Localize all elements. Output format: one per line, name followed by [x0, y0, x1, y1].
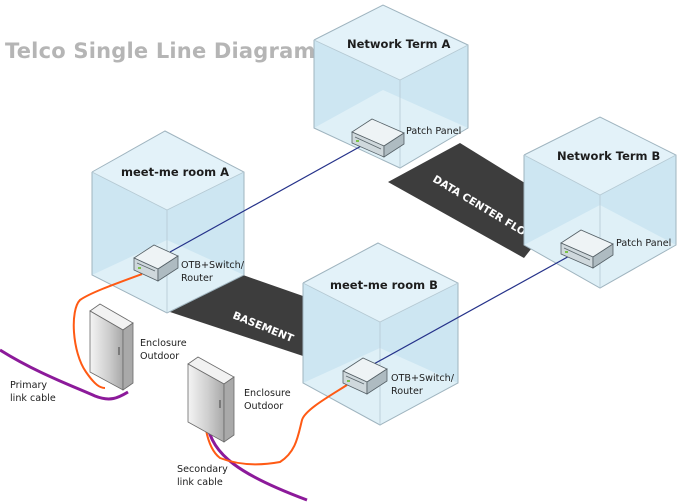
secondary-cable-label-line2: link cable [177, 477, 223, 488]
patch-panel-b-label: Patch Panel [616, 238, 671, 249]
enclosure-primary-label-line1: Enclosure [140, 338, 187, 349]
otb-b-label-line2: Router [391, 386, 423, 397]
otb-switch-router-b-icon [342, 357, 388, 395]
primary-cable-label-line1: Primary [10, 380, 47, 391]
primary-cable-label-line2: link cable [10, 393, 56, 404]
otb-a-label-line1: OTB+Switch/ [181, 260, 245, 271]
enclosure-secondary-icon [187, 356, 235, 443]
page-title: Telco Single Line Diagram [5, 39, 316, 63]
otb-b-label-line1: OTB+Switch/ [391, 373, 455, 384]
orange-link-b [205, 384, 348, 466]
fiber-link-b [371, 253, 574, 366]
enclosure-primary-label-line2: Outdoor [140, 351, 179, 362]
otb-switch-router-a-icon [133, 244, 179, 282]
patch-panel-a-label: Patch Panel [406, 126, 461, 137]
room-meet-me-b: meet-me room B [302, 242, 459, 426]
secondary-cable-label-line1: Secondary [177, 464, 228, 475]
room-meet-me-a: meet-me room A [91, 130, 245, 314]
otb-a-label-line2: Router [181, 273, 213, 284]
enclosure-primary-icon [89, 303, 134, 391]
orange-link-a [72, 273, 143, 389]
room-title-meet-me-a: meet-me room A [121, 165, 229, 179]
enclosure-secondary-label-line1: Enclosure [244, 388, 291, 399]
room-title-meet-me-b: meet-me room B [330, 278, 438, 292]
patch-panel-a-icon [351, 118, 405, 158]
room-title-network-term-b: Network Term B [557, 149, 660, 163]
fiber-link-a [169, 139, 373, 253]
room-title-network-term-a: Network Term A [347, 37, 451, 51]
enclosure-secondary-label-line2: Outdoor [244, 401, 283, 412]
patch-panel-b-icon [560, 229, 614, 269]
primary-link-cable [0, 348, 129, 401]
